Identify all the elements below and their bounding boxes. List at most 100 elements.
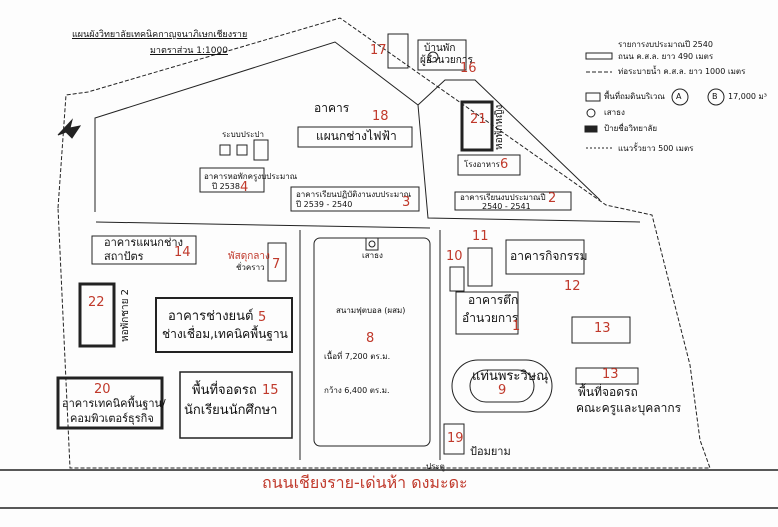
building-3: [290, 186, 420, 212]
building-13: [571, 316, 631, 344]
building-2-number: 2: [548, 191, 557, 206]
building-20-name-1: อาคารเทคนิคพื้นฐาน/: [62, 397, 166, 410]
building-3-number: 3: [402, 195, 411, 210]
building-19-name: ป้อมยาม: [470, 445, 511, 458]
building-21-number: 21: [470, 112, 487, 127]
building-15-number: 15: [262, 383, 279, 398]
building-16: [417, 39, 467, 71]
building-9-number: 9: [498, 383, 507, 398]
legend-fill-area: 17,000 ม³: [728, 92, 768, 101]
legend-item-fence: แนวรั้วยาว 500 เมตร: [618, 144, 694, 153]
legend-fill-a: A: [676, 92, 682, 101]
building-12-name: อาคารกิจกรรม: [510, 249, 588, 263]
field-width-label: กว้าง 6,400 ตร.ม.: [324, 386, 390, 395]
building-13b-name-1: พื้นที่จอดรถ: [578, 385, 638, 399]
water-tank-3: [253, 139, 269, 161]
building-4-number: 4: [240, 180, 249, 195]
building-14-name-1: อาคารแผนกช่าง: [104, 236, 183, 249]
building-6-name: โรงอาหาร: [464, 160, 500, 169]
building-4: [199, 167, 265, 193]
building-20-name-2: คอมพิวเตอร์ธุรกิจ: [70, 412, 154, 425]
legend-flag-icon: [586, 108, 596, 118]
inner-road-3: [417, 79, 601, 201]
building-18: [297, 126, 413, 148]
building-5-number: 5: [258, 310, 267, 325]
building-5: [155, 297, 293, 353]
building-16-name-1: บ้านพัก: [424, 43, 456, 54]
building-18-name-2: แผนกช่างไฟฟ้า: [316, 129, 397, 143]
building-15-name-1: พื้นที่จอดรถ: [192, 383, 257, 398]
building-8-number: 8: [366, 331, 375, 346]
legend-fill-icon: [585, 92, 601, 102]
building-8-name-2: เนื้อที่ 7,200 ตร.ม.: [324, 352, 391, 361]
building-15: [179, 371, 293, 439]
building-22-name: หอพักชาย 2: [120, 288, 131, 342]
building-6: [457, 154, 521, 176]
building-21-name: หอพักหญิง: [494, 104, 505, 150]
vishnu-inner: [469, 369, 535, 403]
north-arrow-icon: [57, 118, 82, 139]
map-title: แผนผังวิทยาลัยเทคนิคกาญจนาภิเษกเชียงราย: [72, 30, 248, 40]
building-13b-box: [575, 367, 639, 385]
building-7-name-2: ชั่วคราว: [236, 263, 265, 272]
building-22-number: 22: [88, 295, 105, 310]
building-10-number: 10: [446, 249, 463, 264]
building-13b-name-2: คณะครูและบุคลากร: [576, 401, 682, 415]
legend-item-drain: ท่อระบายน้ำ ค.ส.ล. ยาว 1000 เมตร: [618, 67, 746, 76]
building-14: [91, 235, 197, 265]
building-17-number: 17: [370, 43, 387, 58]
building-1-name-2: อำนวยการ: [462, 311, 519, 325]
building-11: [467, 247, 493, 287]
legend-item-fill: พื้นที่ถมดินบริเวณ: [604, 92, 665, 101]
legend-item-sign: ป้ายชื่อวิทยาลัย: [604, 124, 658, 133]
legend-item-budget: รายการงบประมาณปี 2540: [618, 40, 713, 49]
building-3-name-2: ปี 2539 - 2540: [296, 200, 353, 209]
flagpole-icon: [368, 240, 376, 248]
building-19: [443, 423, 465, 455]
gate-label: ประตู: [426, 462, 445, 471]
building-21: [460, 100, 494, 152]
building-2-name-2: 2540 - 2541: [482, 202, 531, 211]
building-16-name-2: ผู้อำนวยการ: [420, 55, 473, 66]
main-road-name: ถนนเชียงราย-เด่นห้า ดงมะดะ: [262, 473, 468, 492]
building-2-name-1: อาคารเรียนงบประมาณปี: [460, 193, 546, 202]
building-7-number: 7: [272, 257, 281, 272]
building-18-name-1: อาคาร: [314, 101, 350, 115]
building-9-name: แท่นพระวิษณุ: [472, 369, 549, 384]
building-7-name-1: พัสดุกลาง: [228, 251, 270, 262]
legend-item-flag: เสาธง: [604, 108, 625, 117]
legend-fill-b-icon: [707, 88, 725, 106]
water-system-label: ระบบประปา: [222, 130, 264, 139]
legend-fill-b: B: [712, 92, 718, 101]
map-scale: มาตราส่วน 1:1000: [150, 46, 228, 56]
water-tank-2: [236, 144, 248, 156]
building-14-number: 14: [174, 245, 191, 260]
building-11-number: 11: [472, 229, 489, 244]
building-2: [454, 191, 572, 211]
building-16-number: 16: [460, 61, 477, 76]
building-20-number: 20: [94, 382, 111, 397]
building-16-circle: [427, 51, 439, 63]
building-1-number: 1: [512, 319, 521, 334]
building-6-number: 6: [500, 157, 509, 172]
water-tank-1: [219, 144, 231, 156]
building-1-name-1: อาคารตึก: [468, 293, 519, 307]
building-22: [78, 282, 116, 348]
building-15-name-2: นักเรียนนักศึกษา: [184, 403, 278, 418]
building-4-name-1: อาคารหอพักครูงบประมาณ: [204, 172, 298, 181]
building-5-name-1: อาคารช่างยนต์: [168, 309, 254, 324]
building-4-name-2: ปี 2538: [212, 182, 240, 191]
building-12: [505, 239, 585, 275]
building-17: [387, 33, 409, 69]
building-8-name-1: สนามฟุตบอล (ผสม): [336, 306, 406, 315]
building-20: [56, 376, 164, 430]
building-13-number: 13: [594, 321, 611, 336]
building-7: [267, 242, 287, 282]
building-5-name-2: ช่างเชื่อม,เทคนิคพื้นฐาน: [162, 327, 288, 341]
building-19-number: 19: [447, 431, 464, 446]
inner-road: [94, 41, 641, 223]
building-12-number: 12: [564, 279, 581, 294]
vishnu-track: [451, 359, 553, 413]
